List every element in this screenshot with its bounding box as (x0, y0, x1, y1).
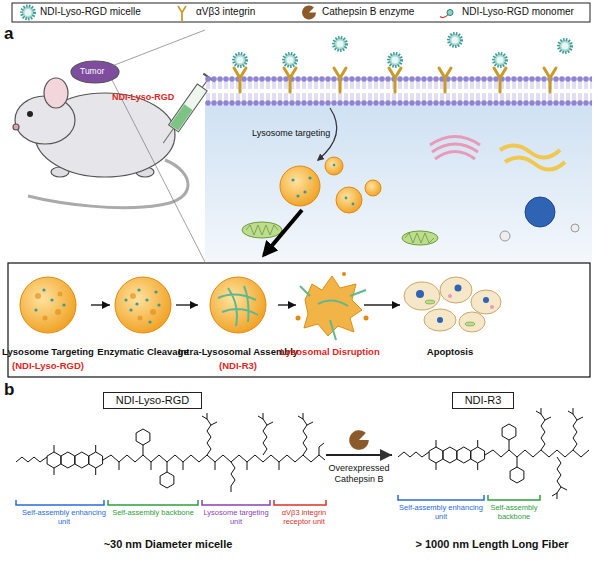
unit-label: Self-assembly enhancing unit (398, 503, 484, 521)
panel-letter: a (4, 24, 13, 44)
unit-label: Self-assembly enhancing unit (16, 508, 112, 526)
stage-lysosome-targeting (20, 277, 76, 333)
flow-arrow (326, 454, 392, 456)
legend-text: NDI-Lyso-RGD micelle (40, 6, 141, 17)
stage-caption: Lysosomal Disruption (267, 346, 393, 357)
molecule-title: NDI-R3 (452, 392, 514, 409)
unit-label: Self-assembly backbone (484, 503, 544, 521)
stage-lysosomal-disruption (296, 272, 369, 340)
assembly-size: > 1000 nm Length Long Fiber (392, 538, 592, 550)
molecule-node: NDI-Lyso-RGD Self-assembly enhancing unit… (8, 388, 326, 560)
edge-label: Overexpressed Cathepsin B (319, 463, 399, 485)
stage-enzymatic-cleavage (115, 277, 171, 333)
cathepsin-icon (349, 430, 369, 450)
flow-arrow (278, 304, 296, 305)
panel-letter: b (4, 380, 14, 400)
molecule-node: NDI-R3Self-assembly enhancing unitSelf-a… (392, 388, 592, 560)
unit-label: αVβ3 integrin receptor unit (274, 508, 334, 526)
ndi-lyso-rgd-structure (16, 413, 325, 492)
unit-label: Lysosome targeting unit (202, 508, 270, 526)
stage-subcaption: (NDI-Lyso-RGD) (0, 360, 111, 371)
stage-node: Enzymatic Cleavage (110, 272, 176, 374)
assembly-size: ~30 nm Diameter micelle (48, 538, 288, 550)
ndi-r3-structure (398, 408, 589, 499)
stage-node: Apoptosis (400, 272, 500, 374)
flow-arrow (176, 304, 198, 305)
legend-text: Cathepsin B enzyme (322, 6, 414, 17)
stage-node: Lysosome Targeting(NDI-Lyso-RGD) (5, 272, 91, 374)
stage-caption: Apoptosis (387, 346, 513, 357)
stage-apoptosis (404, 277, 501, 332)
legend-text: NDI-Lyso-RGD monomer (462, 6, 574, 17)
stage-intra-assembly (210, 277, 266, 333)
tumor-label: Tumor (80, 66, 104, 76)
mouse-illustration (13, 61, 188, 208)
stage-frame (8, 263, 590, 377)
unit-label: Self-assembly backbone (108, 508, 198, 517)
injection-label: NDI-Lyso-RGD (112, 92, 174, 102)
flow-arrow (364, 304, 400, 305)
stage-node: Intra-Lysosomal Assembly(NDI-R3) (198, 272, 278, 374)
flow-arrow (91, 304, 110, 305)
legend-frame (12, 3, 590, 22)
legend-text: αVβ3 integrin (196, 6, 255, 17)
molecule-title: NDI-Lyso-RGD (103, 392, 202, 409)
stage-subcaption: (NDI-R3) (175, 360, 301, 371)
cell-scene (205, 34, 592, 263)
process-label: Lysosome targeting (252, 128, 330, 138)
zoom-lines (112, 30, 205, 262)
stage-caption: Lysosome Targeting (0, 346, 111, 357)
stage-node: Lysosomal Disruption (296, 272, 364, 374)
